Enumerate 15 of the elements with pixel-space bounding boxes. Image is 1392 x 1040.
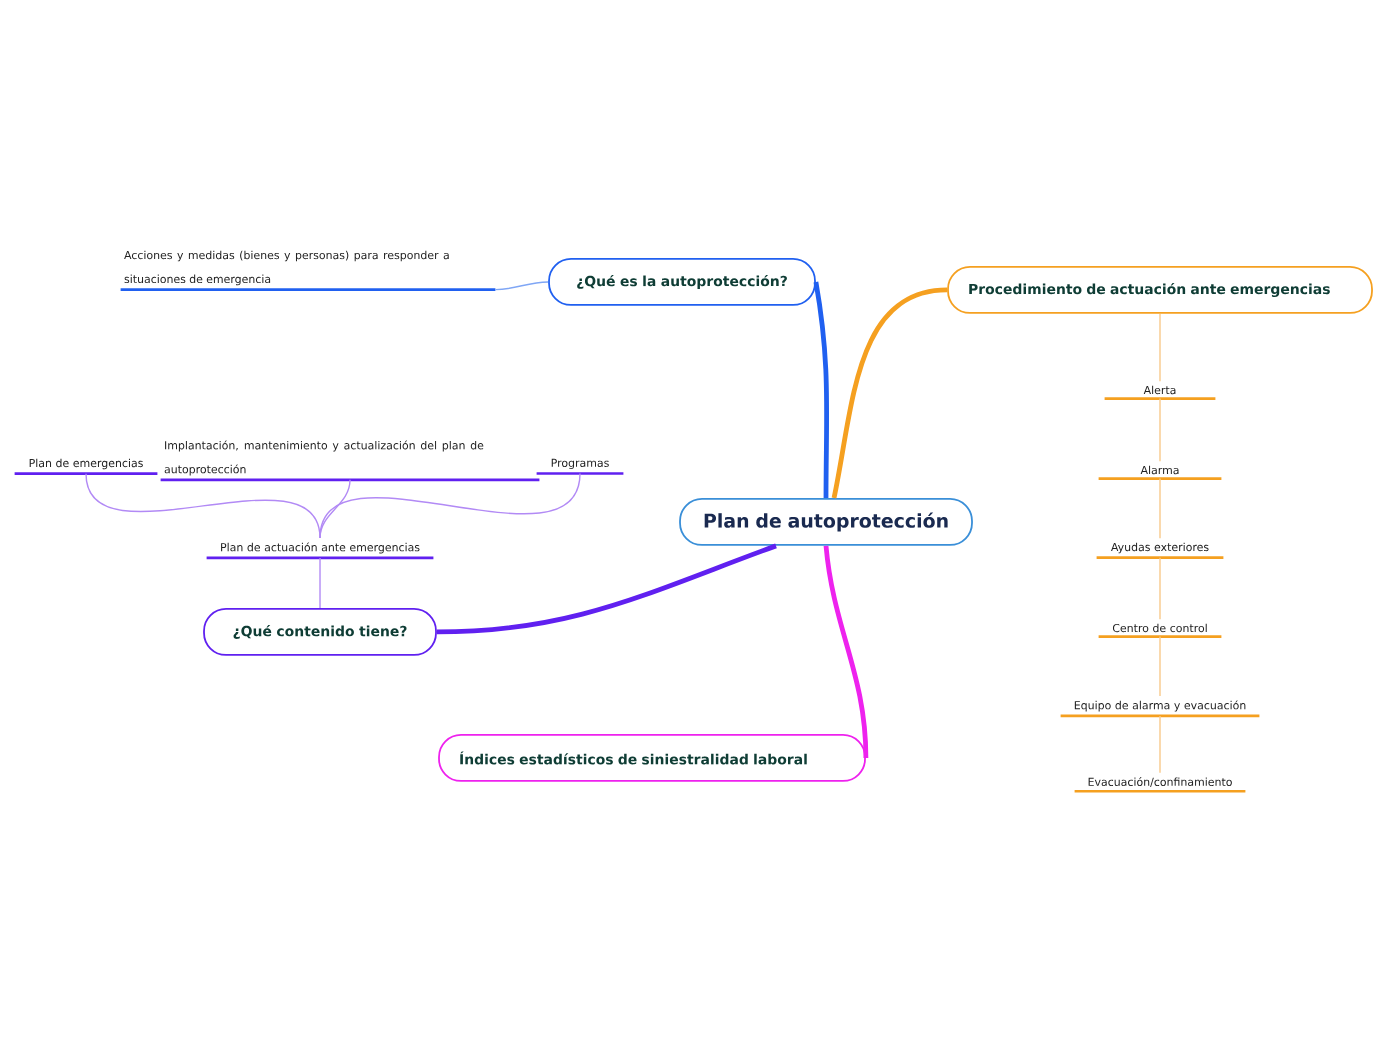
connector: [85, 472, 321, 539]
connector: [436, 543, 777, 635]
central-topic-box: Plan de autoprotección: [679, 498, 973, 546]
connector: [1159, 635, 1161, 697]
connector: [319, 557, 321, 609]
connector: [1159, 715, 1161, 774]
connector: [813, 281, 830, 499]
connector: [319, 472, 581, 539]
connector: [831, 287, 948, 499]
connector: [494, 281, 549, 291]
connector: [1159, 313, 1161, 383]
connector: [1159, 397, 1161, 463]
connector: [823, 545, 869, 759]
connector: [1159, 477, 1161, 539]
connector: [1159, 556, 1161, 621]
